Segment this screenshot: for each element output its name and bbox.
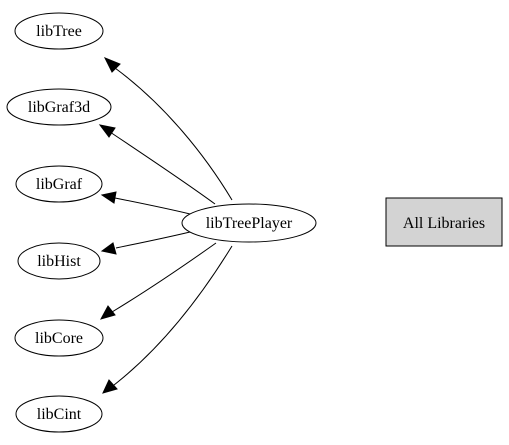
edge-arrowhead-libtree xyxy=(103,57,121,73)
node-shape xyxy=(14,12,104,50)
edge-libtreeplayer-libgraf3d xyxy=(109,131,216,205)
node-label: libGraf3d xyxy=(28,99,90,116)
edge-arrowhead-libgraf xyxy=(100,191,117,204)
node-libtreeplayer[interactable]: libTreePlayer xyxy=(181,203,317,243)
node-label: libCore xyxy=(35,330,83,347)
node-shape xyxy=(14,319,104,357)
node-libcore[interactable]: libCore xyxy=(14,319,104,357)
node-label: libTree xyxy=(36,23,82,40)
edge-libtreeplayer-libcore xyxy=(111,242,217,313)
node-label: libTreePlayer xyxy=(206,215,293,232)
node-shape xyxy=(181,203,317,243)
edge-arrowhead-libcint xyxy=(102,379,118,394)
node-label: libCint xyxy=(37,406,82,423)
node-shape xyxy=(17,242,101,280)
node-libtree[interactable]: libTree xyxy=(14,12,104,50)
edge-arrowhead-libhist xyxy=(100,242,117,255)
node-libcint[interactable]: libCint xyxy=(15,395,103,433)
edge-libtreeplayer-libhist xyxy=(115,231,191,249)
node-shape xyxy=(15,165,103,203)
edge-libtreeplayer-libgraf xyxy=(114,197,191,215)
node-libgraf3d[interactable]: libGraf3d xyxy=(6,88,112,126)
edges xyxy=(98,57,233,394)
node-libgraf[interactable]: libGraf xyxy=(15,165,103,203)
all-libraries-button[interactable]: All Libraries xyxy=(385,197,503,247)
edge-arrowhead-libgraf3d xyxy=(98,124,116,138)
edge-libtreeplayer-libtree xyxy=(114,67,233,201)
node-shape xyxy=(6,88,112,126)
edge-libtreeplayer-libcint xyxy=(113,245,233,386)
node-shape xyxy=(15,395,103,433)
node-label: libHist xyxy=(37,253,81,270)
node-libhist[interactable]: libHist xyxy=(17,242,101,280)
node-label: libGraf xyxy=(36,176,83,193)
all-libraries-box xyxy=(385,197,503,247)
all-libraries-label: All Libraries xyxy=(403,215,485,232)
edge-arrowhead-libcore xyxy=(99,305,116,320)
